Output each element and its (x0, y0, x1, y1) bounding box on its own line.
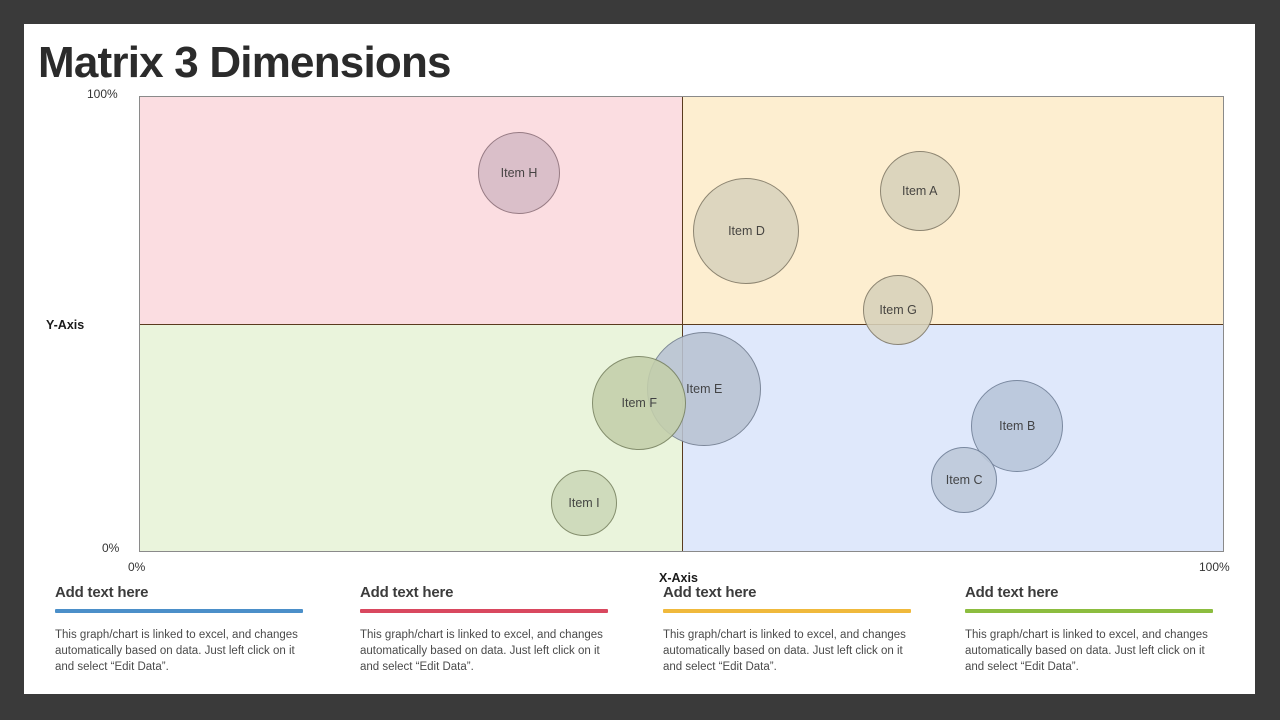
footer-column-body[interactable]: This graph/chart is linked to excel, and… (55, 629, 298, 673)
bubble-label: Item H (500, 165, 538, 180)
bubble-label: Item A (902, 183, 938, 198)
footer-column-accent-bar (55, 609, 303, 613)
footer-column-body[interactable]: This graph/chart is linked to excel, and… (360, 629, 603, 673)
bubble-item-h[interactable]: Item H (478, 131, 561, 214)
footer-column-accent-bar (663, 609, 911, 613)
footer-column-body[interactable]: This graph/chart is linked to excel, and… (965, 629, 1208, 673)
footer-column: Add text here This graph/chart is linked… (663, 584, 913, 675)
bubble-label: Item I (568, 496, 600, 511)
footer-column: Add text here This graph/chart is linked… (965, 584, 1215, 675)
footer-column-body[interactable]: This graph/chart is linked to excel, and… (663, 629, 906, 673)
y-axis-label: Y-Axis (46, 318, 85, 332)
x-axis-label: X-Axis (659, 571, 698, 585)
quadrant-top-left (140, 97, 682, 324)
matrix-plot-area[interactable]: Item A Item B Item C Item D Item E Item F Item… (139, 96, 1224, 552)
bubble-item-f[interactable]: Item F (592, 355, 687, 450)
footer-column-accent-bar (965, 609, 1213, 613)
bubble-item-c[interactable]: Item C (931, 447, 998, 514)
bubble-label: Item G (879, 302, 917, 317)
footer-columns: Add text here This graph/chart is linked… (24, 584, 1255, 694)
bubble-label: Item F (621, 395, 657, 410)
footer-column-accent-bar (360, 609, 608, 613)
page-title: Matrix 3 Dimensions (38, 38, 452, 87)
footer-column: Add text here This graph/chart is linked… (55, 584, 305, 675)
vertical-axis-line (681, 97, 683, 551)
bubble-item-g[interactable]: Item G (863, 274, 934, 345)
footer-column-title[interactable]: Add text here (965, 584, 1059, 601)
bubble-label: Item D (728, 224, 765, 239)
x-axis-tick-min: 0% (128, 560, 146, 574)
y-axis-tick-max: 100% (87, 87, 118, 101)
slide-canvas: Matrix 3 Dimensions 100% 0% 0% 100% Y-Ax… (24, 24, 1255, 694)
bubble-label: Item E (686, 381, 723, 396)
footer-column: Add text here This graph/chart is linked… (360, 584, 610, 675)
footer-column-title[interactable]: Add text here (55, 584, 149, 601)
bubble-item-i[interactable]: Item I (551, 470, 618, 537)
x-axis-tick-max: 100% (1199, 560, 1230, 574)
bubble-item-d[interactable]: Item D (693, 178, 800, 285)
bubble-label: Item C (945, 473, 983, 488)
bubble-item-a[interactable]: Item A (879, 150, 960, 231)
bubble-label: Item B (999, 418, 1036, 433)
y-axis-tick-min: 0% (102, 541, 120, 555)
footer-column-title[interactable]: Add text here (663, 584, 757, 601)
footer-column-title[interactable]: Add text here (360, 584, 454, 601)
quadrant-bottom-right (681, 324, 1223, 551)
